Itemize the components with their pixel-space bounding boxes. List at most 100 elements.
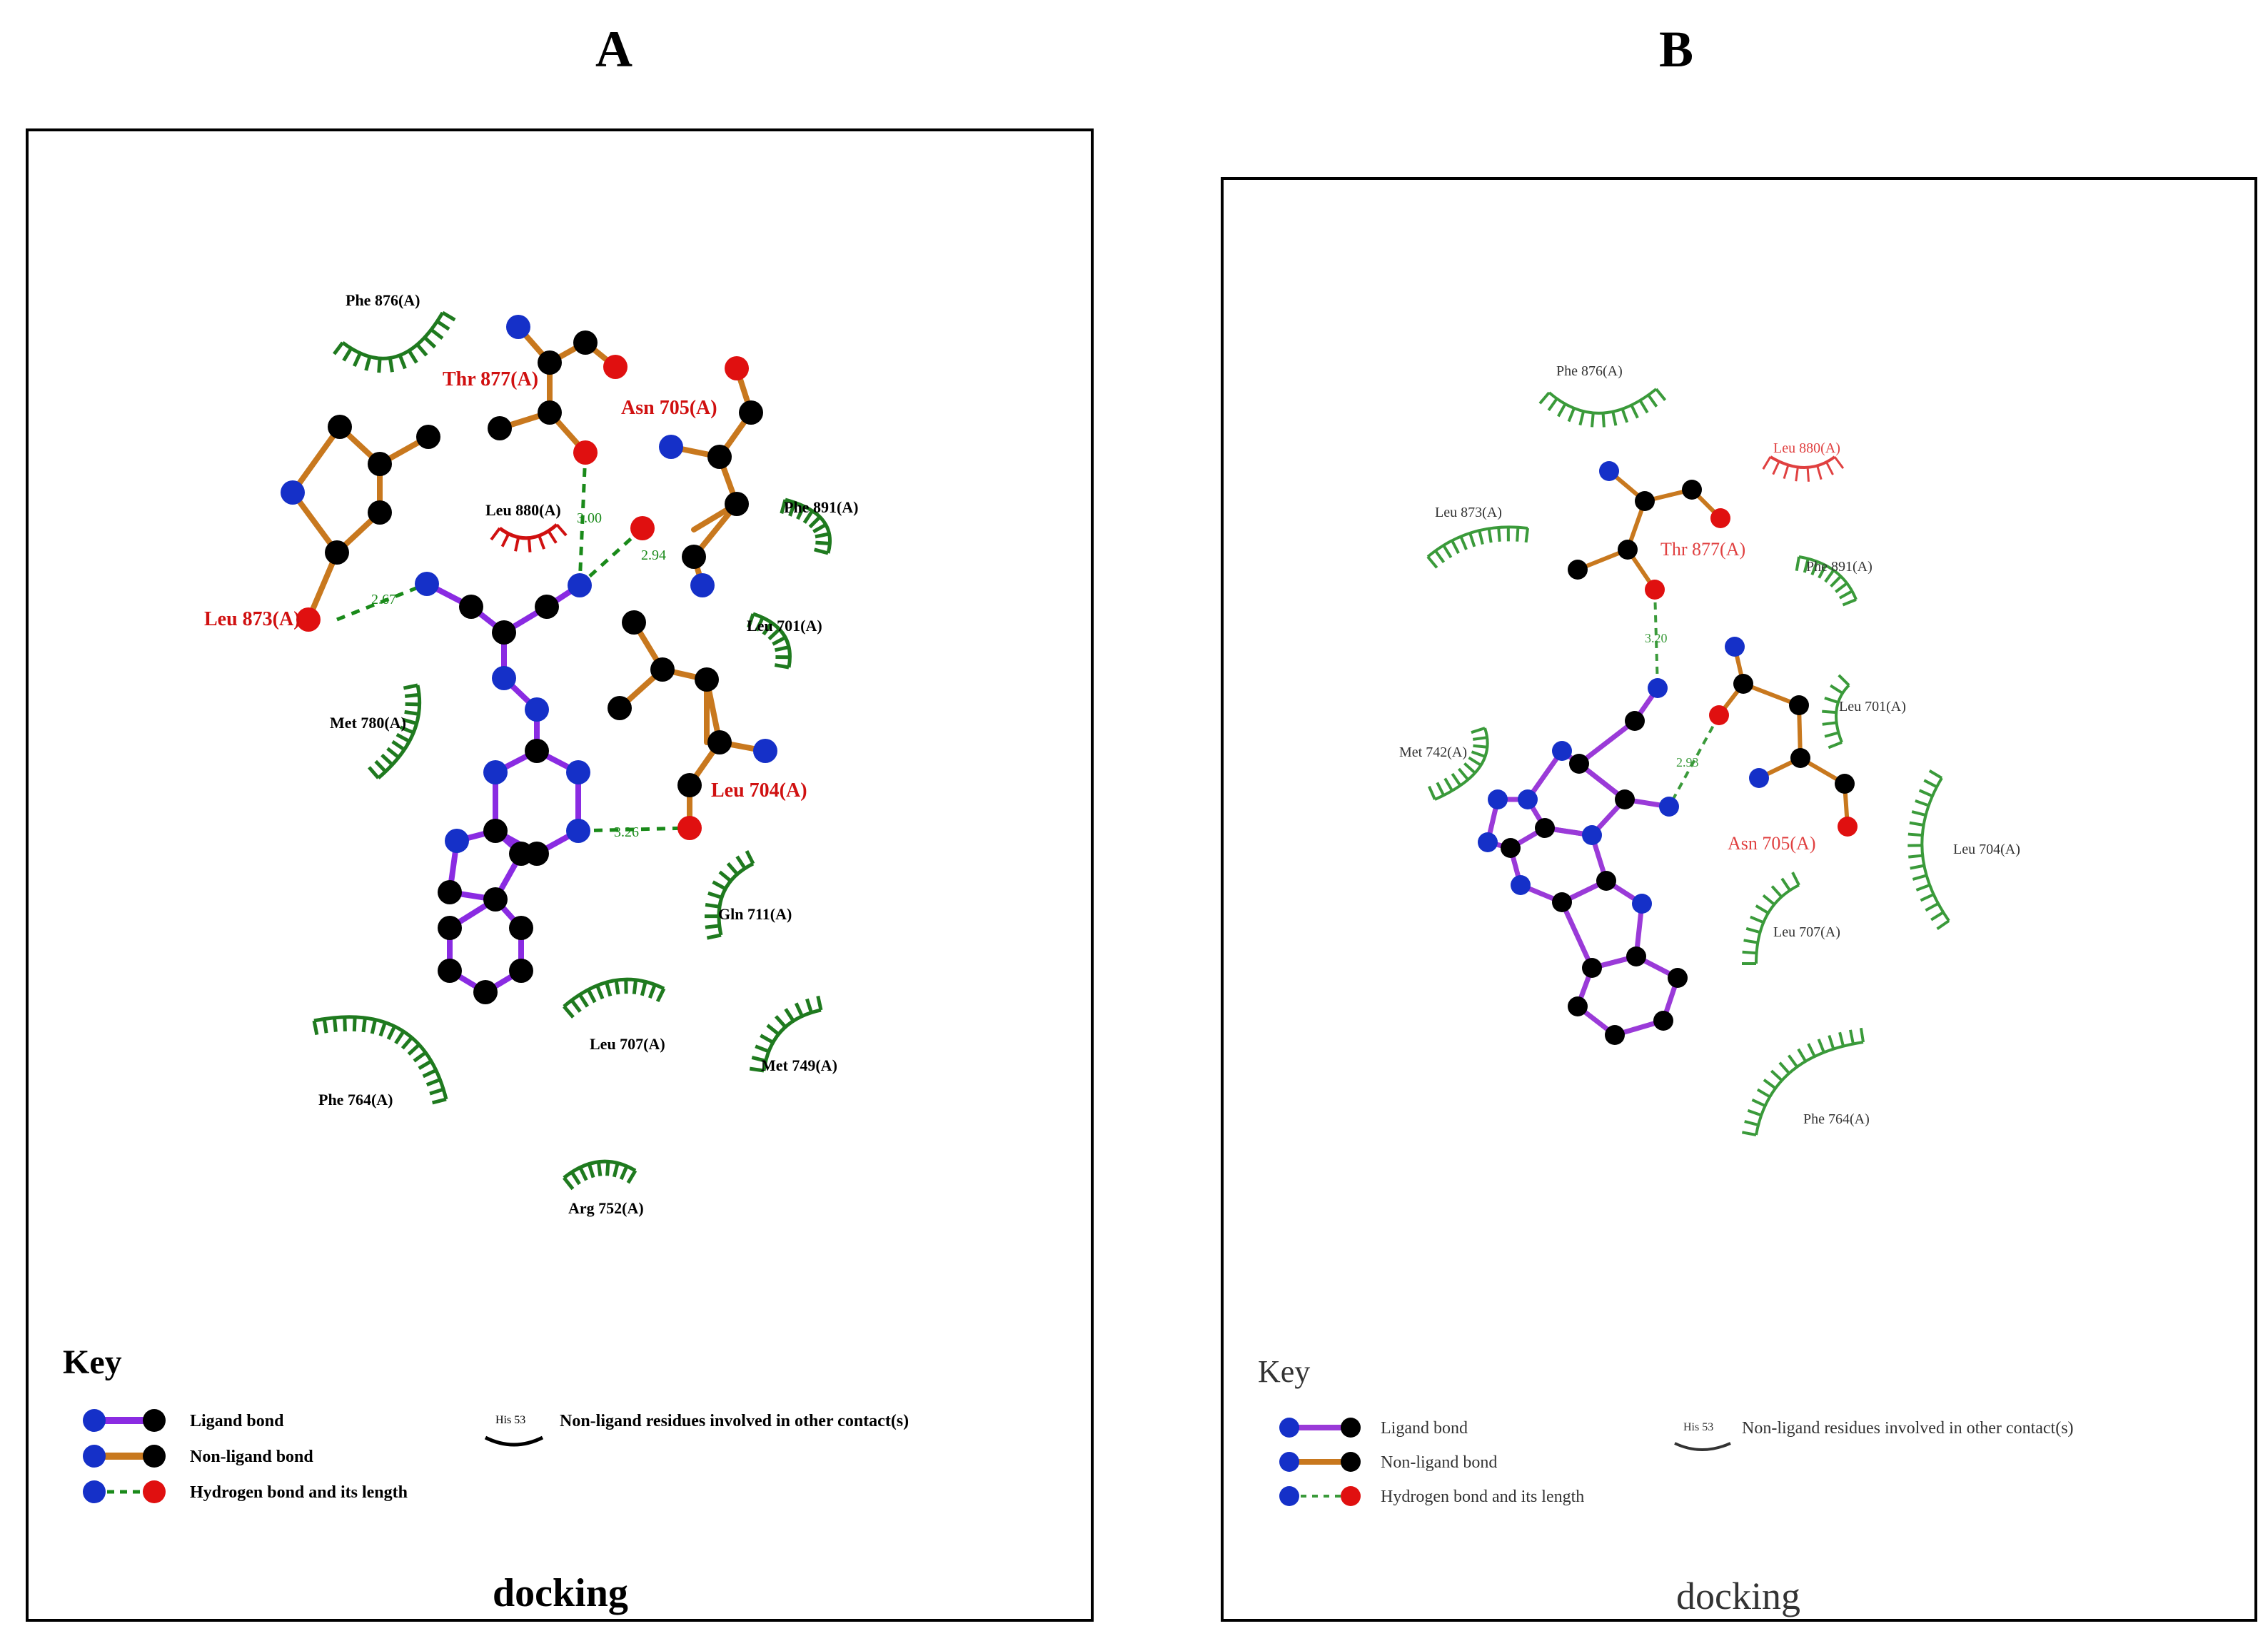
arc-spike (403, 683, 418, 690)
arc-spike (570, 1171, 581, 1186)
arc-phe876 (1548, 388, 1658, 415)
arc-spike (1442, 544, 1453, 559)
residue-label: Thr 877(A) (443, 368, 538, 390)
arc-spike (400, 1036, 413, 1050)
residue-label: Leu 880(A) (485, 501, 561, 519)
arc-spike (766, 1024, 780, 1036)
arc-spike (707, 891, 722, 899)
arc-spike (364, 356, 372, 371)
arc-spike (1910, 864, 1925, 870)
arc-spike (1915, 799, 1930, 807)
arc-spike (1822, 721, 1837, 726)
hbond-label: 2.94 (641, 547, 666, 563)
panel-b-frame (1221, 177, 2257, 1622)
arc-spike (386, 1025, 396, 1040)
arc-spike (772, 635, 787, 646)
arc-spike (1795, 467, 1799, 482)
arc-spike (706, 933, 722, 940)
arc-spike (1443, 777, 1453, 792)
arc-spike (429, 1087, 444, 1096)
arc-spike (1434, 550, 1446, 564)
arc-spike (1611, 411, 1618, 426)
arc-leu707 (1755, 884, 1800, 964)
arc-spike (500, 532, 510, 547)
arc-spike (538, 535, 546, 550)
arc-met749 (762, 1008, 822, 1071)
arc-spike (640, 981, 647, 996)
arc-spike (788, 502, 797, 517)
residue-label: Leu 707(A) (1773, 924, 1840, 940)
arc-phe764 (1755, 1041, 1864, 1136)
arc-spike (774, 663, 790, 670)
arc-leu707 (563, 977, 665, 1008)
key-nonligand-bond: Non-ligand bond (190, 1448, 313, 1466)
arc-spike (1909, 821, 1924, 827)
arc-spike (1817, 1039, 1825, 1054)
arc-spike (1426, 555, 1438, 569)
arc-spike (436, 320, 450, 331)
arc-spike (1756, 1088, 1771, 1099)
arc-spike (812, 522, 827, 534)
arc-spike (1770, 885, 1783, 898)
panel-b-diagram: 3.20 2.93 (1258, 363, 2074, 1617)
arc-spike (1557, 403, 1567, 418)
arc-spike (1524, 527, 1529, 543)
arc-spike (1478, 530, 1484, 545)
arc-spike (1468, 756, 1482, 767)
arc-spike (1487, 528, 1493, 543)
arc-spike (352, 352, 362, 368)
arc-spike (527, 537, 532, 552)
arc-spike (1538, 391, 1551, 405)
arc-spike (655, 987, 666, 1003)
residue-label: Thr 877(A) (1660, 539, 1745, 560)
arc-spike (816, 995, 823, 1011)
arc-spike (749, 1066, 765, 1073)
arc-spike (794, 1002, 804, 1017)
arc-spike (399, 725, 415, 734)
arc-spike (1463, 762, 1476, 774)
arc-spike (626, 1169, 637, 1184)
arc-spike (1825, 461, 1834, 475)
arc-spike (563, 1005, 575, 1019)
arc-spike (1451, 540, 1460, 555)
arc-spike (490, 527, 501, 541)
arc-spike (1907, 832, 1922, 837)
arc-spike (402, 717, 418, 725)
residue-label: Phe 764(A) (318, 1091, 393, 1109)
residue-label: Met 780(A) (330, 714, 406, 732)
arc-spike (404, 692, 420, 698)
arc-spike (578, 1166, 588, 1181)
arc-spike (380, 753, 394, 767)
panel-b-caption: docking (1676, 1575, 1800, 1617)
arc-spike (398, 354, 407, 370)
hbond-label: 2.93 (1676, 755, 1699, 769)
arc-spike (760, 1034, 775, 1044)
arc-spike (1925, 902, 1939, 912)
hbond-label: 3.00 (577, 510, 602, 526)
arc-spike (374, 759, 387, 773)
arc-phe876 (341, 311, 445, 360)
arc-spike (1810, 560, 1819, 576)
arc-spike (1497, 527, 1501, 542)
key-nonligand-residues: Non-ligand residues involved in other co… (1742, 1419, 2074, 1438)
arc-spike (596, 1161, 603, 1176)
arc-spike (1471, 727, 1486, 734)
arc-spike (1842, 598, 1857, 607)
residue-label: Phe 891(A) (784, 498, 858, 516)
arc-spike (1824, 696, 1839, 704)
residue-label: Phe 764(A) (1803, 1111, 1870, 1127)
arc-spike (1918, 789, 1933, 798)
arc-spike (1859, 1027, 1865, 1043)
residue-label: Asn 705(A) (1728, 833, 1816, 854)
arc-spike (1807, 1043, 1816, 1058)
arc-leu880 (1769, 455, 1836, 469)
arc-spike (415, 343, 428, 357)
arc-spike (332, 1017, 338, 1032)
arc-spike (612, 1162, 620, 1178)
key-b: Key Ligand bond Non-ligand bond Hydrogen… (1258, 1354, 2074, 1617)
arc-spike (1908, 854, 1923, 859)
arc-spike (767, 627, 781, 641)
arc-spike (1655, 388, 1667, 401)
panel-b-letter: B (1658, 21, 1694, 78)
arc-spike (1923, 779, 1937, 789)
